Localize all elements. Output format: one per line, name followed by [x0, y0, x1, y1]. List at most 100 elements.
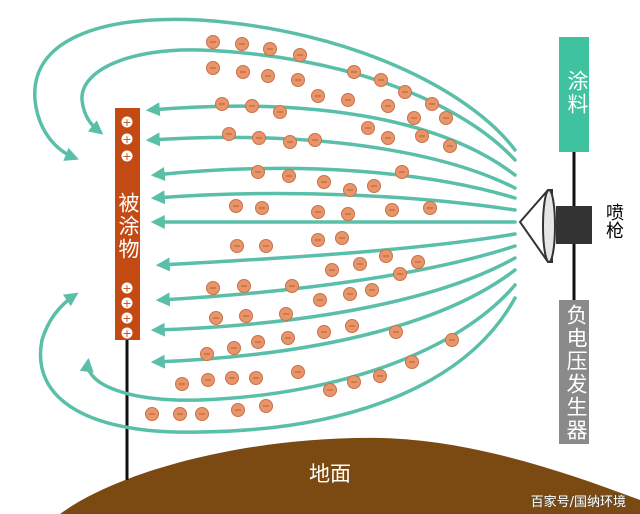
- svg-text:+: +: [122, 150, 131, 163]
- charged-particle-icon: [308, 133, 322, 147]
- charged-particle-icon: [206, 281, 220, 295]
- ground-mound: [60, 437, 640, 514]
- watermark: 百家号/国纳环境: [530, 495, 626, 510]
- charged-particle-icon: [175, 377, 189, 391]
- plus-charge-icon: +: [121, 297, 133, 310]
- plus-charge-icon: +: [121, 327, 133, 340]
- charged-particle-icon: [282, 169, 296, 183]
- charged-particle-icon: [237, 279, 251, 293]
- generator-label: 负电压发生器: [564, 304, 588, 442]
- gun-label: 喷枪: [603, 203, 624, 239]
- charged-particle-icon: [345, 319, 359, 333]
- plus-charge-icon: +: [121, 150, 133, 163]
- charged-particle-icon: [381, 131, 395, 145]
- field-line-arrow-icon: [79, 283, 517, 402]
- charged-particle-icon: [235, 37, 249, 51]
- charged-particle-icon: [389, 325, 403, 339]
- charged-particle-icon: [379, 249, 393, 263]
- charged-particle-icon: [423, 201, 437, 215]
- charged-particle-icon: [229, 199, 243, 213]
- plus-charge-icon: +: [121, 116, 133, 129]
- field-line-arrow-icon: [155, 244, 517, 307]
- charged-particle-icon: [225, 371, 239, 385]
- charged-particle-icon: [231, 403, 245, 417]
- charged-particle-icon: [285, 279, 299, 293]
- charged-particles: [145, 35, 459, 421]
- charged-particle-icon: [259, 399, 273, 413]
- field-line-arrow-icon: [150, 256, 517, 337]
- plus-charge-icon: +: [121, 133, 133, 146]
- field-line-arrow-icon: [33, 17, 517, 161]
- charged-particle-icon: [374, 73, 388, 87]
- charged-particle-icon: [317, 175, 331, 189]
- charged-particle-icon: [353, 257, 367, 271]
- charged-particle-icon: [347, 375, 361, 389]
- charged-particle-icon: [415, 129, 429, 143]
- charged-particle-icon: [206, 61, 220, 75]
- charged-particle-icon: [201, 373, 215, 387]
- charged-particle-icon: [311, 205, 325, 219]
- charged-particle-icon: [313, 293, 327, 307]
- svg-text:+: +: [122, 133, 131, 146]
- field-line-arrow-icon: [150, 166, 517, 200]
- charged-particle-icon: [393, 267, 407, 281]
- plus-charge-icon: +: [121, 282, 133, 295]
- field-line-arrow-icon: [150, 268, 517, 369]
- charged-particle-icon: [395, 165, 409, 179]
- generator-box: [559, 300, 589, 444]
- charged-particle-icon: [405, 355, 419, 369]
- charged-particle-icon: [341, 93, 355, 107]
- charged-particle-icon: [341, 207, 355, 221]
- charged-particle-icon: [323, 383, 337, 397]
- svg-text:+: +: [122, 282, 131, 295]
- charged-particle-icon: [222, 127, 236, 141]
- charged-particle-icon: [347, 65, 361, 79]
- charged-particle-icon: [273, 105, 287, 119]
- svg-text:+: +: [122, 116, 131, 129]
- field-lines: [33, 17, 517, 434]
- charged-particle-icon: [445, 333, 459, 347]
- charged-particle-icon: [425, 97, 439, 111]
- charged-particle-icon: [343, 183, 357, 197]
- svg-text:+: +: [122, 297, 131, 310]
- charged-particle-icon: [245, 99, 259, 113]
- charged-particle-icon: [317, 325, 331, 339]
- charged-particle-icon: [407, 111, 421, 125]
- charged-particle-icon: [263, 42, 277, 56]
- field-line-arrow-icon: [155, 232, 517, 272]
- charged-particle-icon: [311, 89, 325, 103]
- charged-particle-icon: [281, 331, 295, 345]
- charged-particle-icon: [283, 135, 297, 149]
- charged-particle-icon: [239, 309, 253, 323]
- field-line-arrow-icon: [38, 292, 517, 434]
- charged-particle-icon: [195, 407, 209, 421]
- charged-particle-icon: [215, 97, 229, 111]
- svg-text:+: +: [122, 312, 131, 325]
- charged-particle-icon: [291, 365, 305, 379]
- charged-particle-icon: [206, 35, 220, 49]
- ground-label: 地面: [309, 462, 351, 486]
- charged-particle-icon: [325, 263, 339, 277]
- charged-particle-icon: [311, 233, 325, 247]
- charged-particle-icon: [200, 347, 214, 361]
- spray-gun-icon: [518, 189, 592, 263]
- coating-label: 涂料: [565, 70, 589, 116]
- charged-particle-icon: [236, 65, 250, 79]
- charged-particle-icon: [365, 283, 379, 297]
- charged-particle-icon: [230, 239, 244, 253]
- field-line-arrow-icon: [145, 132, 517, 190]
- charged-particle-icon: [249, 371, 263, 385]
- charged-particle-icon: [443, 139, 457, 153]
- charged-particle-icon: [173, 407, 187, 421]
- charged-particle-icon: [335, 231, 349, 245]
- charged-particle-icon: [227, 341, 241, 355]
- coating-box: [559, 37, 589, 152]
- charged-particle-icon: [293, 48, 307, 62]
- charged-particle-icon: [145, 407, 159, 421]
- charged-particle-icon: [259, 239, 273, 253]
- charged-particle-icon: [367, 179, 381, 193]
- charged-particle-icon: [381, 99, 395, 113]
- charged-particle-icon: [291, 73, 305, 87]
- charged-particle-icon: [439, 111, 453, 125]
